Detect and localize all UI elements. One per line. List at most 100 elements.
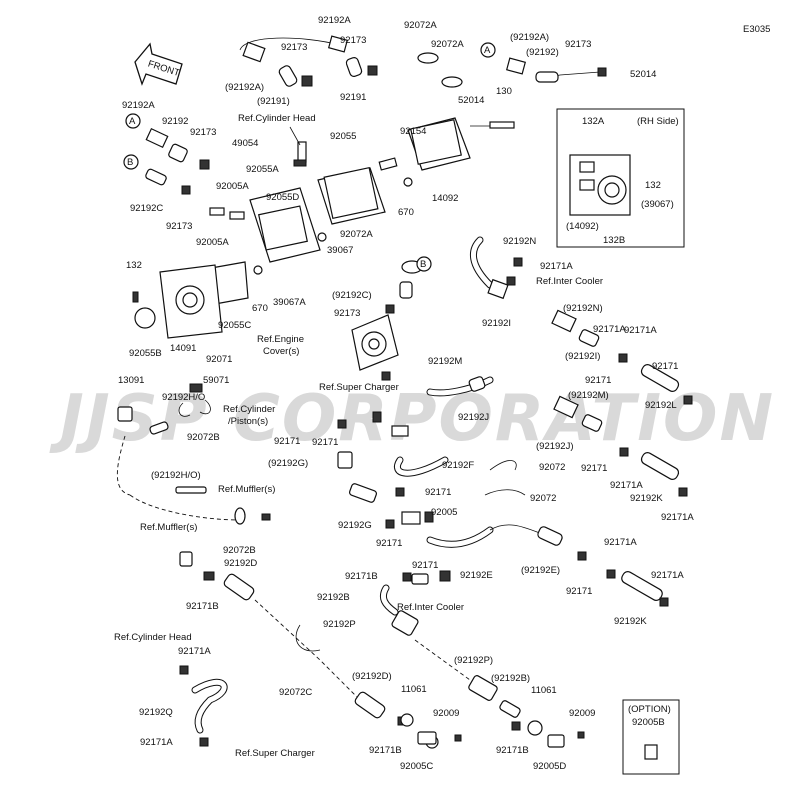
part-number-label: (92192N): [563, 303, 603, 314]
part-number-label: 92055D: [266, 192, 299, 203]
part-number-label: 92171: [425, 487, 451, 498]
part-number-label: 92005C: [400, 761, 433, 772]
part-number-label: 92171A: [610, 480, 643, 491]
part-number-label: 92171A: [651, 570, 684, 581]
part-number-label: (92192M): [568, 390, 609, 401]
ref-inter-cooler-top: Ref.Inter Cooler: [536, 276, 603, 287]
bottom-center-parts: [379, 570, 585, 749]
part-number-label: 92171: [412, 560, 438, 571]
part-number-label: 92192A: [122, 100, 155, 111]
part-number-label: (92192H/O): [151, 470, 201, 481]
part-number-label: 14091: [170, 343, 196, 354]
part-number-label: 92171B: [369, 745, 402, 756]
part-number-label: 52014: [458, 95, 484, 106]
part-number-label: 92171B: [345, 571, 378, 582]
rh-side-panel: (RH Side) 132A 132 (39067) (14092) 132B: [556, 108, 685, 248]
part-number-label: 92072C: [279, 687, 312, 698]
diagram-code: E3035: [743, 24, 770, 35]
part-number-label: 92055C: [218, 320, 251, 331]
part-number-label: 132: [126, 260, 142, 271]
part-number-label: 92192H/O: [162, 392, 205, 403]
ref-super-charger-bottom: Ref.Super Charger: [235, 748, 315, 759]
callout-b-mid: B: [420, 259, 426, 270]
part-number-label: 11061: [401, 684, 427, 695]
part-number-label: 92055: [330, 131, 356, 142]
part-number-label: 92171A: [593, 324, 626, 335]
engine-cover-center: [337, 314, 669, 607]
part-number-label: 92192E: [460, 570, 493, 581]
part-number-label: 92171: [652, 361, 678, 372]
option-part: 92005B: [632, 717, 665, 728]
left-lower-parts: [116, 383, 407, 726]
part-number-label: 92192M: [428, 356, 462, 367]
part-number-label: 92173: [190, 127, 216, 138]
rh-label-132b: 132B: [603, 235, 625, 246]
part-number-label: (92191): [257, 96, 290, 107]
part-number-label: 92171: [274, 436, 300, 447]
part-number-label: 92005: [431, 507, 457, 518]
part-number-label: (92192J): [536, 441, 574, 452]
part-number-label: 92192B: [317, 592, 350, 603]
part-number-label: (92192A): [510, 32, 549, 43]
part-number-label: 92171: [312, 437, 338, 448]
part-number-label: 92171: [585, 375, 611, 386]
part-number-label: 92192P: [323, 619, 356, 630]
rh-label-132: 132: [645, 180, 661, 191]
ref-engine-cover-line1: Ref.Engine: [257, 334, 304, 345]
part-number-label: 92055A: [246, 164, 279, 175]
part-number-label: 92192I: [482, 318, 511, 329]
part-number-label: (92192C): [332, 290, 372, 301]
part-number-label: 670: [252, 303, 268, 314]
part-number-label: 92072A: [404, 20, 437, 31]
part-number-label: 92171A: [140, 737, 173, 748]
part-number-label: 92072A: [340, 229, 373, 240]
rh-label-132a: 132A: [582, 116, 605, 127]
part-number-label: (92192I): [565, 351, 600, 362]
ref-cylinder-piston-line2: /Piston(s): [228, 416, 268, 427]
part-number-label: 92171A: [604, 537, 637, 548]
callout-b-mid-circle: [416, 256, 432, 272]
ref-super-charger-mid: Ref.Super Charger: [319, 382, 399, 393]
part-number-label: 92009: [569, 708, 595, 719]
watermark-text: JJSP CORPORATION: [49, 382, 775, 456]
part-number-label: (92192): [526, 47, 559, 58]
part-number-label: 92191: [340, 92, 366, 103]
part-number-label: 92173: [281, 42, 307, 53]
part-number-label: 670: [398, 207, 414, 218]
part-number-label: 92192J: [458, 412, 489, 423]
part-number-label: 39067: [327, 245, 353, 256]
option-title: (OPTION): [628, 704, 671, 715]
part-number-label: 92173: [334, 308, 360, 319]
part-number-label: (92192P): [454, 655, 493, 666]
part-number-label: 92072: [539, 462, 565, 473]
part-number-label: 92192: [162, 116, 188, 127]
ref-cylinder-head-bottom: Ref.Cylinder Head: [114, 632, 192, 643]
part-number-label: 92072: [530, 493, 556, 504]
part-number-labels: 92192A(92192A)92173(92191)92191921739207…: [118, 15, 694, 772]
part-number-label: 92009: [433, 708, 459, 719]
part-number-label: (92192E): [521, 565, 560, 576]
part-number-label: 92154: [400, 126, 426, 137]
part-number-label: 39067A: [273, 297, 306, 308]
part-number-label: 92192D: [224, 558, 257, 569]
ref-muffler-2: Ref.Muffler(s): [140, 522, 197, 533]
part-number-label: 92173: [340, 35, 366, 46]
callout-a-left: A: [129, 116, 136, 127]
part-number-label: 92171B: [496, 745, 529, 756]
part-number-label: 92192A: [318, 15, 351, 26]
part-number-label: 92171A: [540, 261, 573, 272]
engine-cover-parts: [132, 117, 471, 339]
inter-cooler-hoses: [385, 236, 693, 497]
reference-labels: Ref.Cylinder Head Ref.Inter Cooler Ref.E…: [114, 113, 603, 759]
part-number-label: 59071: [203, 375, 229, 386]
bottom-left-hose: [179, 665, 228, 747]
rh-label-14092: (14092): [566, 221, 599, 232]
callout-a-top: A: [484, 45, 491, 56]
rh-side-title: (RH Side): [637, 116, 679, 127]
part-number-label: (92192A): [225, 82, 264, 93]
part-number-label: 92005D: [533, 761, 566, 772]
callout-b-left: B: [127, 157, 133, 168]
part-number-label: 92171: [581, 463, 607, 474]
ref-inter-cooler-bottom: Ref.Inter Cooler: [397, 602, 464, 613]
